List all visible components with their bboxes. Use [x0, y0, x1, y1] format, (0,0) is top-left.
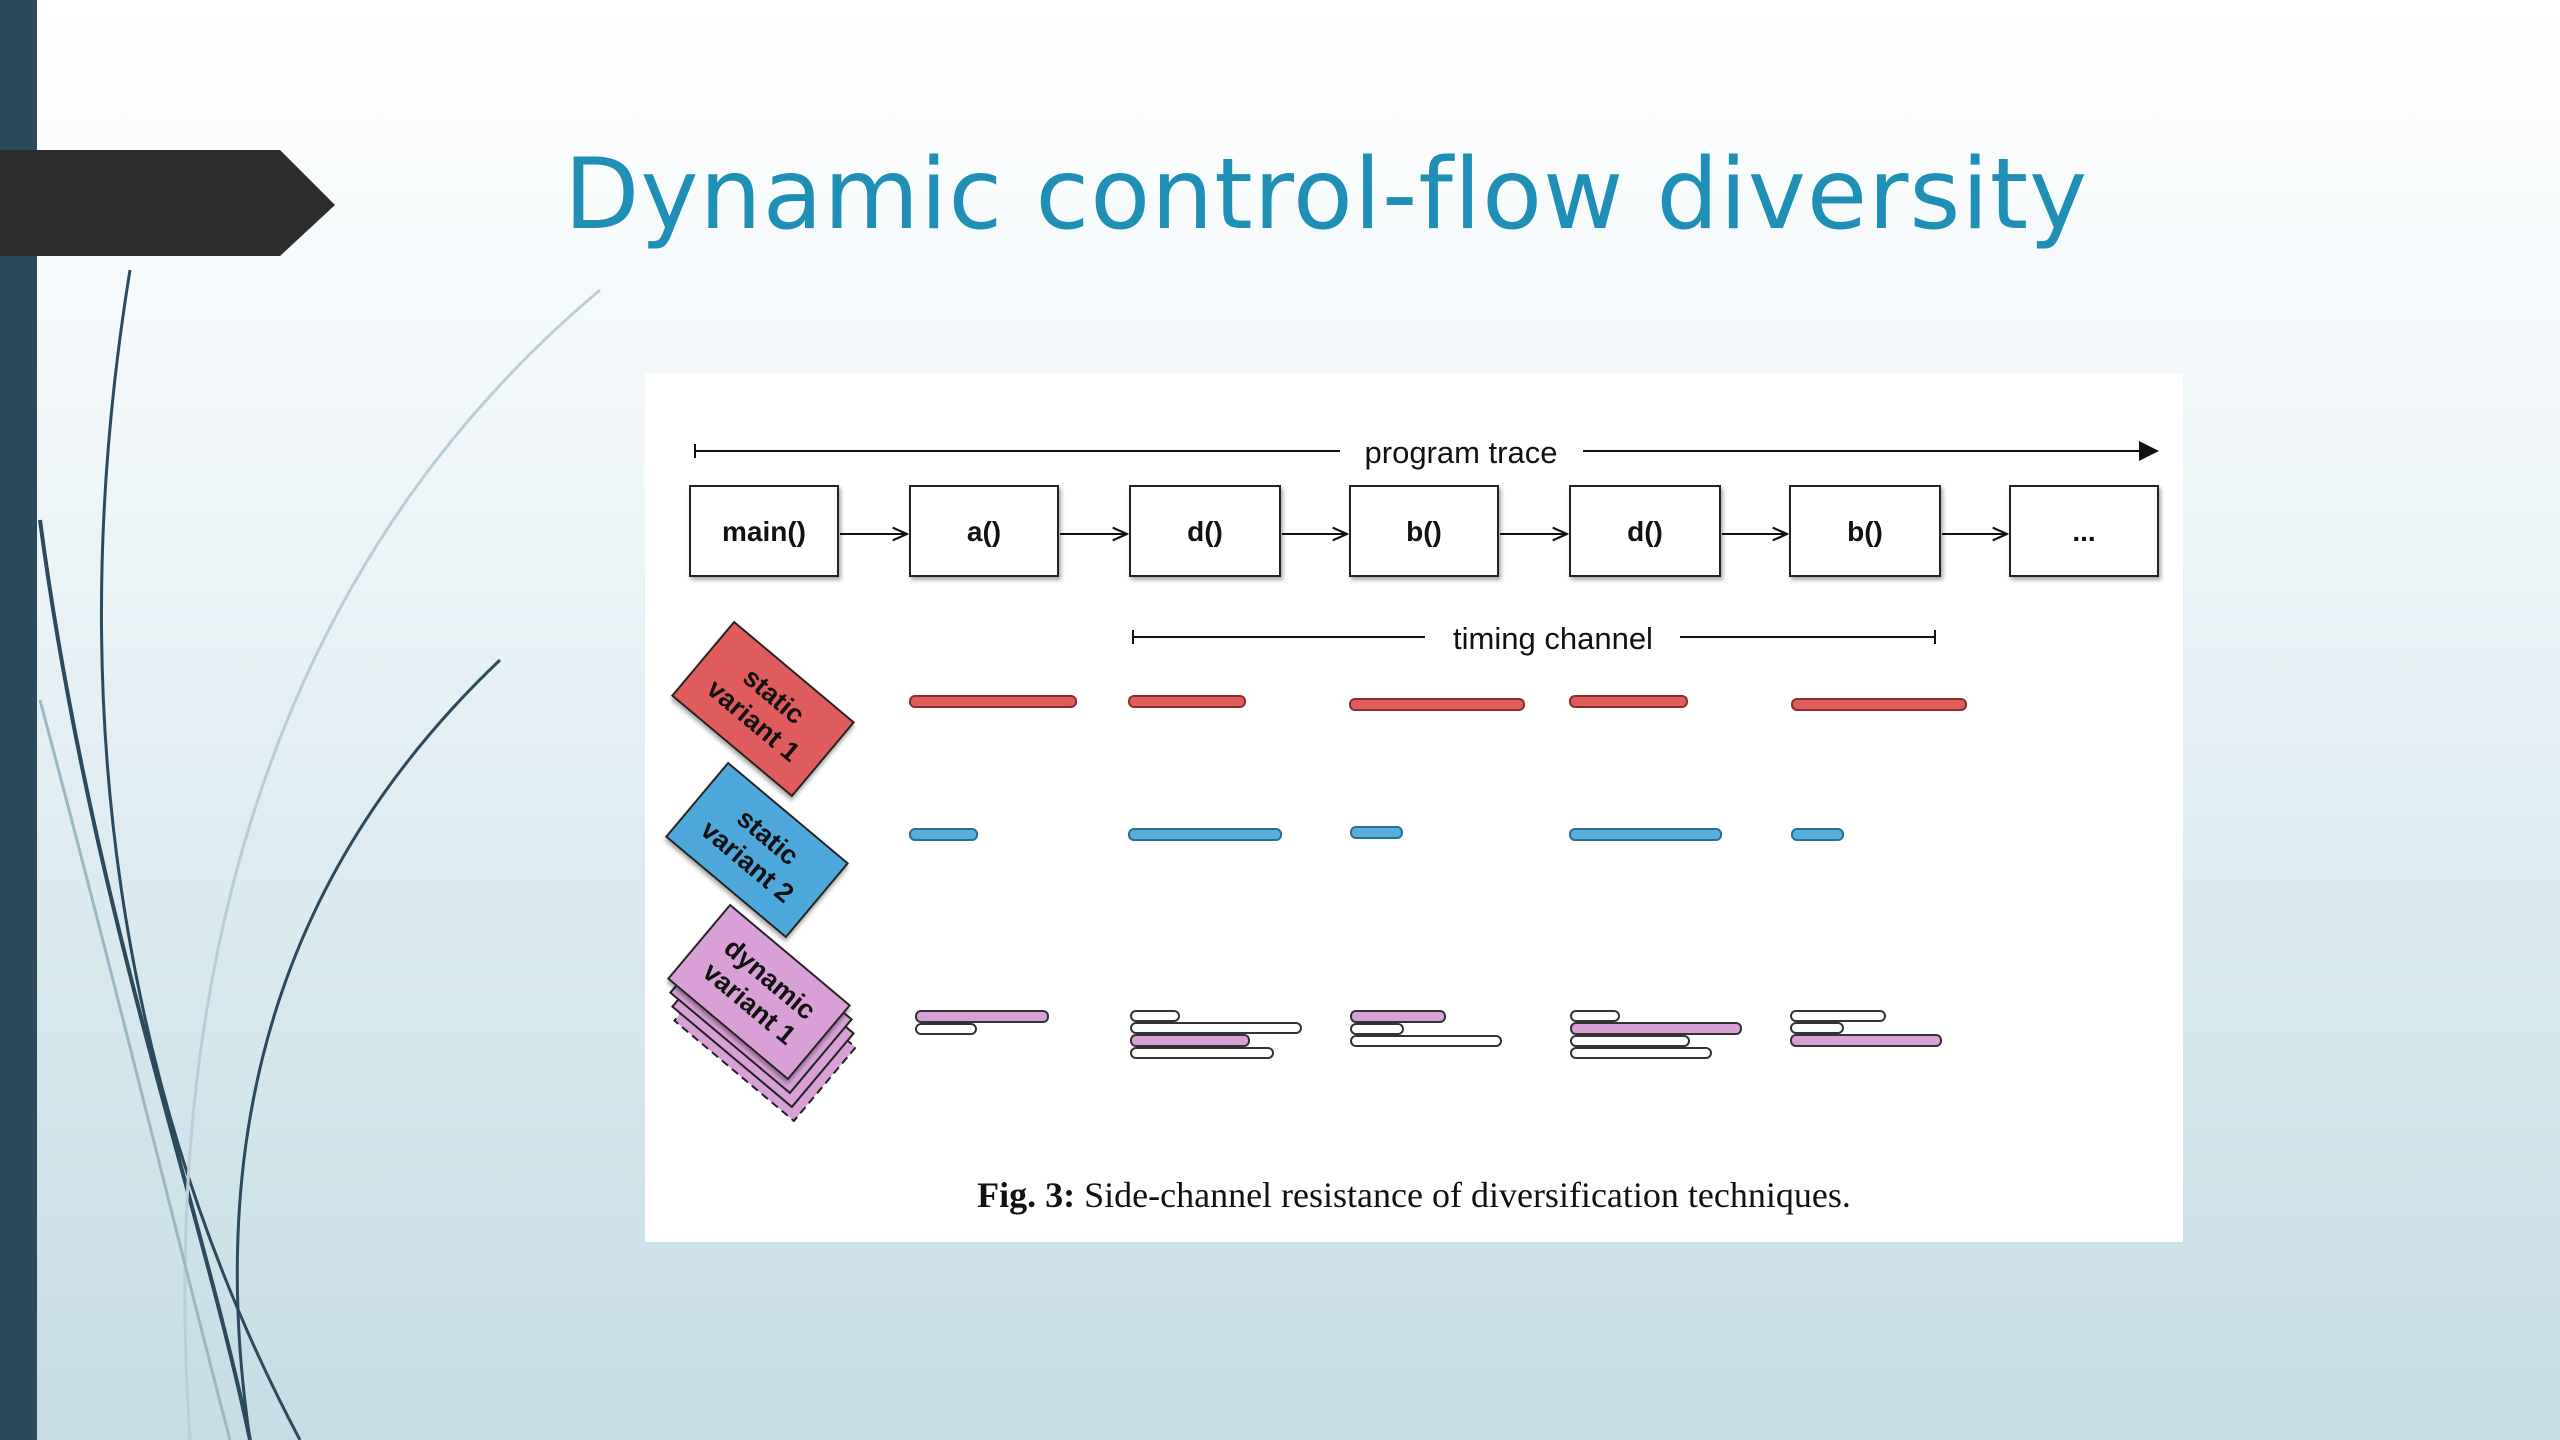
timing-bar: [1128, 695, 1246, 708]
timing-bar: [1570, 1022, 1742, 1035]
title-arrow-shape: [0, 150, 335, 256]
static-variant-1-tag: static variant 1: [670, 620, 856, 798]
timing-bar: [909, 828, 978, 841]
caption-text: Side-channel resistance of diversificati…: [1084, 1175, 1851, 1215]
timing-bar: [1790, 1022, 1844, 1034]
timing-bar: [1569, 695, 1688, 708]
trace-box-b2: [1789, 485, 1941, 577]
dynamic-variant-1-bars: [915, 1010, 1942, 1059]
timing-bar: [1350, 826, 1403, 839]
program-trace-arrow: program trace: [694, 435, 2159, 470]
static-variant-1-bars: [909, 695, 1967, 711]
timing-bar: [1791, 698, 1967, 711]
dynamic-variant-1-tag: dynamic variant 1: [666, 903, 858, 1123]
trace-calls: main() a() d() b() d() b() ...: [689, 485, 2159, 577]
timing-bar: [915, 1023, 977, 1035]
trace-label-a: a(): [967, 516, 1001, 547]
trace-label-d2: d(): [1627, 516, 1663, 547]
trace-box-b1: [1349, 485, 1499, 577]
timing-bar: [915, 1010, 1049, 1023]
figure-caption: Fig. 3: Side-channel resistance of diver…: [645, 1174, 2183, 1216]
timing-bar: [1349, 698, 1525, 711]
timing-channel-label: timing channel: [1453, 621, 1653, 656]
trace-label-d1: d(): [1187, 516, 1223, 547]
figure-panel: program trace main() a() d() b() d() b()…: [645, 374, 2183, 1242]
timing-channel-bracket: timing channel: [1132, 621, 1936, 656]
timing-bar: [1350, 1023, 1404, 1035]
trace-box-a: [909, 485, 1059, 577]
trace-box-d2: [1569, 485, 1721, 577]
timing-bar: [1791, 828, 1844, 841]
trace-label-b2: b(): [1847, 516, 1883, 547]
timing-bar: [1790, 1010, 1886, 1022]
trace-box-main: [689, 485, 839, 577]
timing-bar: [1130, 1010, 1180, 1022]
diversity-diagram: program trace main() a() d() b() d() b()…: [664, 435, 2159, 1123]
trace-label-main: main(): [722, 516, 806, 547]
slide-title: Dynamic control-flow diversity: [564, 138, 2089, 252]
timing-bar: [909, 695, 1077, 708]
static-variant-2-bars: [909, 826, 1844, 841]
timing-bar: [1570, 1047, 1712, 1059]
program-trace-label: program trace: [1365, 435, 1558, 470]
timing-bar: [1350, 1010, 1446, 1023]
caption-label: Fig. 3:: [977, 1175, 1076, 1215]
timing-bar: [1569, 828, 1722, 841]
trace-box-ellipsis: [2009, 485, 2159, 577]
timing-bar: [1130, 1034, 1250, 1047]
timing-bar: [1570, 1035, 1690, 1047]
static-variant-2-tag: static variant 2: [664, 761, 850, 939]
timing-bar: [1570, 1010, 1620, 1022]
trace-label-ellipsis: ...: [2072, 516, 2095, 547]
trace-label-b1: b(): [1406, 516, 1442, 547]
timing-bar: [1128, 828, 1282, 841]
timing-bar: [1130, 1022, 1302, 1034]
timing-bar: [1350, 1035, 1502, 1047]
trace-box-d1: [1129, 485, 1281, 577]
timing-bar: [1130, 1047, 1274, 1059]
timing-bar: [1790, 1034, 1942, 1047]
